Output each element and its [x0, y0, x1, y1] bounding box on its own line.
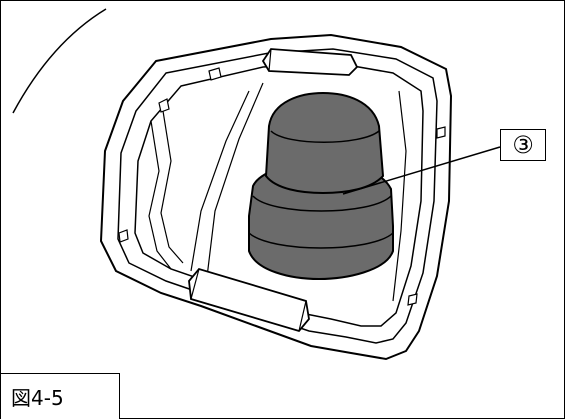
figure-caption-text: 図4-5 — [11, 386, 64, 410]
diagonal-rib-line-2 — [206, 82, 264, 278]
cap-ring-1 — [252, 195, 392, 212]
frame-tab — [407, 293, 418, 306]
rubber-cap-part — [248, 91, 394, 281]
callout-number-3: ③ — [500, 129, 546, 161]
callout-label: ③ — [512, 131, 534, 159]
panel-curve-line — [12, 8, 107, 114]
callout-leader-line — [342, 146, 501, 195]
cap-ring-2 — [248, 232, 394, 249]
frame-tab — [118, 229, 129, 243]
left-rail-line — [148, 120, 172, 270]
frame-tab — [158, 98, 170, 113]
cap-top-ring — [270, 130, 380, 143]
bottom-clip-edge — [190, 268, 200, 300]
figure-caption: 図4-5 — [1, 373, 120, 419]
right-rail-line — [392, 90, 407, 302]
cap-upper-body — [264, 91, 385, 195]
bottom-clip-edge-2 — [298, 300, 307, 332]
frame-tab — [208, 67, 222, 81]
left-rail-line-2 — [160, 110, 184, 264]
top-clip-edge — [268, 48, 272, 72]
diagonal-rib-line — [190, 90, 250, 272]
frame-tab — [436, 126, 446, 139]
housing-inner-rim — [117, 48, 438, 344]
